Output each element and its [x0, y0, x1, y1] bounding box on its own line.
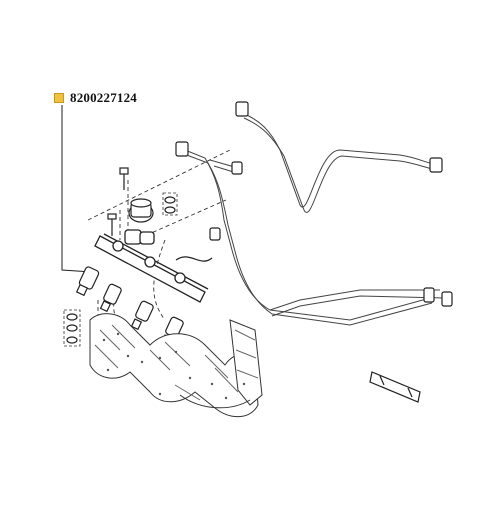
fuel-connectors: [175, 101, 453, 307]
callout-marker-icon: [54, 93, 64, 103]
manifold-texture: [102, 332, 246, 400]
injector-seal-kit-frame: [63, 309, 81, 347]
fuel-lines: [179, 111, 446, 326]
fuel-rail: [94, 229, 209, 303]
o-ring-kit-frame: [162, 192, 178, 216]
injector-2: [99, 283, 122, 313]
pressure-regulator: [128, 198, 154, 223]
injector-1: [75, 266, 100, 297]
injector-3: [130, 300, 154, 331]
mounting-bracket: [369, 371, 421, 403]
bolts: [107, 167, 129, 236]
part-callout: 8200227124: [54, 90, 137, 105]
intake-manifold: [89, 313, 263, 418]
o-rings: [66, 196, 176, 344]
callout-leader-line: [61, 105, 93, 273]
rail-seal: [175, 256, 213, 262]
part-number-label[interactable]: 8200227124: [70, 90, 137, 105]
